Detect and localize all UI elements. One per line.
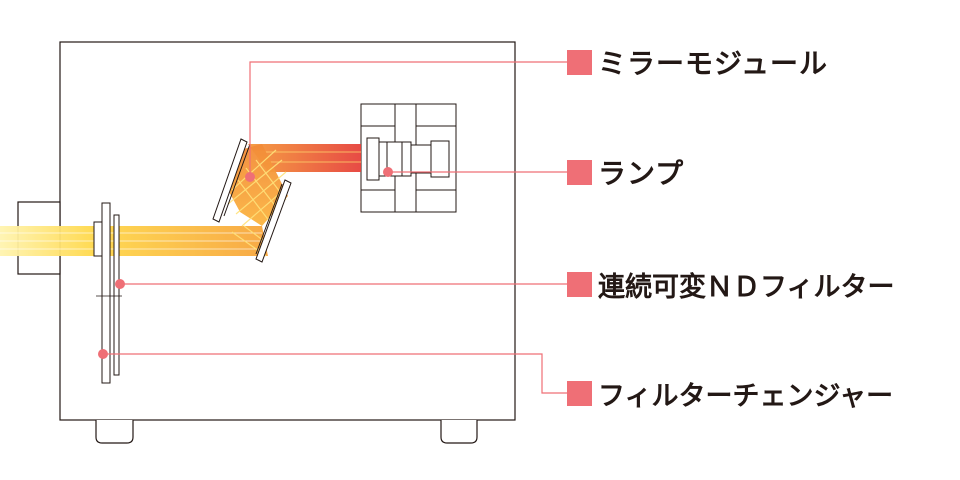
right-foot <box>440 420 478 444</box>
callout-marker <box>567 271 592 297</box>
leader-lines <box>103 61 568 394</box>
filter-assembly <box>93 202 122 384</box>
leader-mirror-module <box>249 61 568 177</box>
filter-element <box>93 221 103 257</box>
nd-filter-label: 連続可変ＮＤフィルター <box>598 271 895 303</box>
callout-filter-changer: フィルターチェンジャー <box>567 373 893 413</box>
light-beam <box>0 144 361 257</box>
mirror-module-label: ミラーモジュール <box>598 47 829 80</box>
dot-mirror-module <box>245 172 255 182</box>
dot-filter-changer <box>98 349 108 359</box>
callout-lamp: ランプ <box>567 152 684 192</box>
callout-marker <box>567 159 592 185</box>
nd-filter-disc <box>113 214 120 376</box>
mirror-upper <box>212 138 248 223</box>
dot-lamp <box>383 167 393 177</box>
dot-nd-filter <box>115 279 125 289</box>
lamp-assembly <box>360 103 457 213</box>
left-foot <box>95 420 134 444</box>
callout-marker <box>567 380 592 406</box>
callout-mirror-module: ミラーモジュール <box>567 42 828 82</box>
lamp-label: ランプ <box>598 157 685 190</box>
mirror-lower <box>255 179 292 263</box>
filter-changer-label: フィルターチェンジャー <box>598 380 894 412</box>
mirror-module <box>212 138 292 263</box>
leader-filter-changer <box>103 353 568 394</box>
beam-between-mirrors <box>226 144 288 226</box>
callout-nd-filter: 連続可変ＮＤフィルター <box>567 264 894 304</box>
filter-changer-wheel <box>101 202 111 384</box>
leader-dots <box>98 167 393 359</box>
callout-marker <box>567 49 592 75</box>
